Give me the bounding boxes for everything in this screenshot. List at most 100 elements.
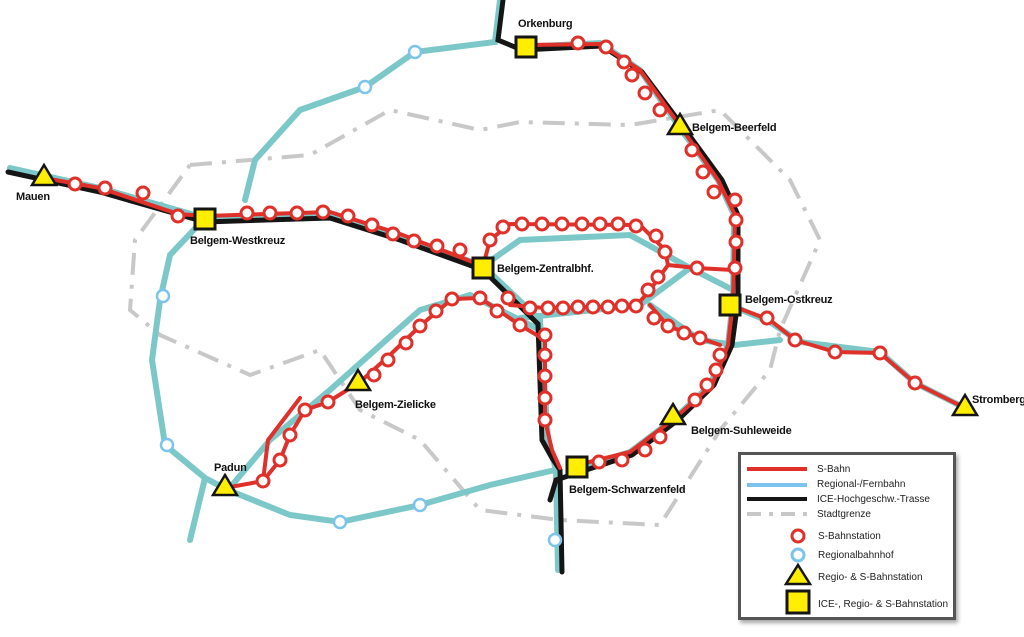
sbahn-station	[282, 427, 298, 443]
sbahn-station	[366, 367, 382, 383]
sbahn-station	[614, 298, 630, 314]
regional-station	[547, 532, 563, 548]
sbahn-station	[97, 180, 113, 196]
sbahn-station	[364, 217, 380, 233]
sbahn-station	[255, 473, 271, 489]
ice-station-square	[565, 455, 589, 479]
regio-station-triangle	[210, 472, 240, 497]
legend-ice: ICE-Hochgeschw.-Trasse	[817, 493, 930, 505]
label-padun: Padun	[214, 462, 247, 474]
sbahn-station	[712, 347, 728, 363]
sbahn-station	[708, 362, 724, 378]
sbahn-station	[537, 412, 553, 428]
sbahn-station	[555, 300, 571, 316]
sbahn-station	[170, 208, 186, 224]
sbahn-station	[340, 208, 356, 224]
sbahn-station	[695, 164, 711, 180]
sbahn-station	[537, 347, 553, 363]
sbahn-station	[652, 102, 668, 118]
sbahn-station	[495, 219, 511, 235]
sbahn-station	[537, 327, 553, 343]
sbahn-station	[570, 299, 586, 315]
sbahn-station	[657, 244, 673, 260]
sbahn-station	[540, 300, 556, 316]
sbahn-station	[444, 291, 460, 307]
sbahn-stations	[67, 35, 923, 489]
sbahn-station	[600, 299, 616, 315]
sbahn-station	[500, 290, 516, 306]
sbahn-station	[614, 452, 630, 468]
legend-regional-station: Regionalbahnhof	[818, 549, 894, 561]
regio-station-triangle	[665, 111, 695, 136]
sbahn-station	[727, 260, 743, 276]
sbahn-station	[628, 218, 644, 234]
sbahn-station	[728, 234, 744, 250]
sbahn-station	[522, 300, 538, 316]
sbahn-station	[320, 394, 336, 410]
legend-border-swatch	[747, 512, 807, 516]
sbahn-station	[624, 67, 640, 83]
sbahn-station	[787, 332, 803, 348]
legend-sbahn: S-Bahn	[817, 463, 851, 475]
regional-station	[357, 79, 373, 95]
sbahn-station	[67, 176, 83, 192]
regional-station	[155, 288, 171, 304]
ice-station-square	[471, 256, 495, 280]
sbahn-station	[616, 54, 632, 70]
sbahn-station	[534, 216, 550, 232]
regional-station-icon	[790, 547, 806, 563]
sbahn-station	[585, 299, 601, 315]
label-ostkreuz: Belgem-Ostkreuz	[745, 294, 833, 306]
sbahn-station	[398, 335, 414, 351]
sbahn-station	[652, 429, 668, 445]
sbahn-station	[574, 216, 590, 232]
sbahn-station	[554, 216, 570, 232]
sbahn-station	[514, 216, 530, 232]
label-schwarzenfeld: Belgem-Schwarzenfeld	[569, 484, 685, 496]
label-zielicke: Belgem-Zielicke	[355, 399, 436, 411]
legend-regional: Regional-/Fernbahn	[817, 478, 906, 490]
sbahn-station	[676, 325, 692, 341]
sbahn-station	[297, 402, 313, 418]
sbahn-station	[728, 212, 744, 228]
sbahn-station	[315, 204, 331, 220]
label-orkenburg: Orkenburg	[518, 18, 572, 30]
label-zentralbhf: Belgem-Zentralbhf.	[497, 263, 594, 275]
sbahn-station	[428, 303, 444, 319]
sbahn-station	[406, 233, 422, 249]
sbahn-station	[262, 205, 278, 221]
ice-station-square	[718, 293, 742, 317]
sbahn-station	[759, 310, 775, 326]
sbahn-station	[640, 282, 656, 298]
sbahn-station	[637, 442, 653, 458]
regio-station-triangle	[29, 162, 59, 187]
triangle-station-icon	[783, 562, 813, 586]
sbahn-station	[684, 142, 700, 158]
legend-symbols	[783, 528, 813, 615]
sbahn-station	[537, 368, 553, 384]
regio-station-triangle	[343, 367, 373, 392]
sbahn-station	[648, 228, 664, 244]
legend-ice-swatch	[747, 497, 807, 501]
sbahn-station	[591, 454, 607, 470]
sbahn-station	[689, 260, 705, 276]
sbahn-station	[699, 377, 715, 393]
sbahn-station	[135, 185, 151, 201]
legend-regio-s-station: Regio- & S-Bahnstation	[818, 571, 923, 583]
regional-station	[412, 497, 428, 513]
city-border	[127, 107, 823, 528]
label-beerfeld: Belgem-Beerfeld	[692, 122, 776, 134]
square-station-icon	[785, 589, 811, 615]
sbahn-station	[452, 242, 468, 258]
label-stromberg: Stromberg	[972, 394, 1024, 406]
sbahn-station	[637, 85, 653, 101]
legend: S-Bahn Regional-/Fernbahn ICE-Hochgeschw…	[738, 452, 956, 620]
station-labels: Orkenburg Belgem-Beerfeld Mauen Belgem-W…	[16, 18, 1024, 496]
regional-station	[159, 437, 175, 453]
sbahn-station-icon	[790, 528, 806, 544]
sbahn-station	[646, 310, 662, 326]
sbahn-station	[610, 216, 626, 232]
label-suhleweide: Belgem-Suhleweide	[691, 425, 792, 437]
ice-station-square	[514, 35, 538, 59]
label-mauen: Mauen	[16, 191, 50, 203]
